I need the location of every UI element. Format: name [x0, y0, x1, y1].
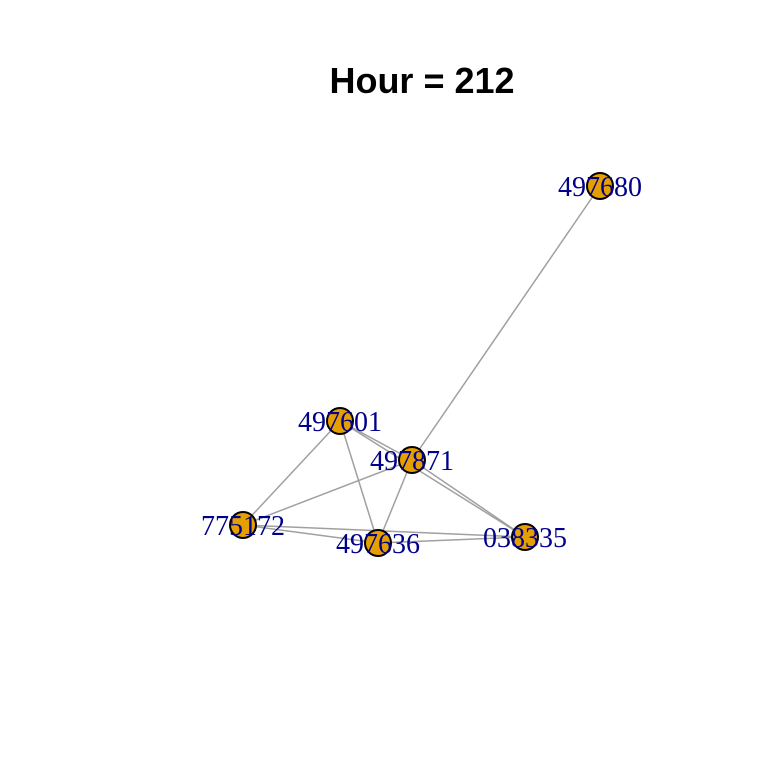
edge-497601-775172: [242, 420, 341, 526]
nodes-layer: [229, 172, 614, 557]
edge-497601-497636: [339, 420, 379, 544]
labels-layer: 497680 497601 497871 775172 497636 038335: [201, 172, 642, 560]
node-label-497601: 497601: [298, 407, 382, 438]
node-497680: [586, 172, 614, 200]
edge-497871-038335: [411, 459, 526, 538]
node-038335: [511, 523, 539, 551]
edge-497680-497871: [411, 185, 601, 461]
edge-497871-497636: [377, 459, 413, 544]
node-497636: [364, 529, 392, 557]
node-label-775172: 775172: [201, 511, 285, 542]
node-label-497680: 497680: [558, 172, 642, 203]
edge-775172-497636: [242, 524, 379, 544]
node-497601: [326, 407, 354, 435]
edge-497636-038335: [377, 536, 526, 544]
node-label-497871: 497871: [370, 446, 454, 477]
edge-497871-775172: [242, 459, 413, 526]
node-497871: [398, 446, 426, 474]
node-775172: [229, 511, 257, 539]
node-label-038335: 038335: [483, 523, 567, 554]
plot-title: Hour = 212: [329, 60, 514, 101]
edges-layer: [242, 185, 601, 544]
edge-497601-038335: [339, 420, 526, 538]
node-label-497636: 497636: [336, 529, 420, 560]
